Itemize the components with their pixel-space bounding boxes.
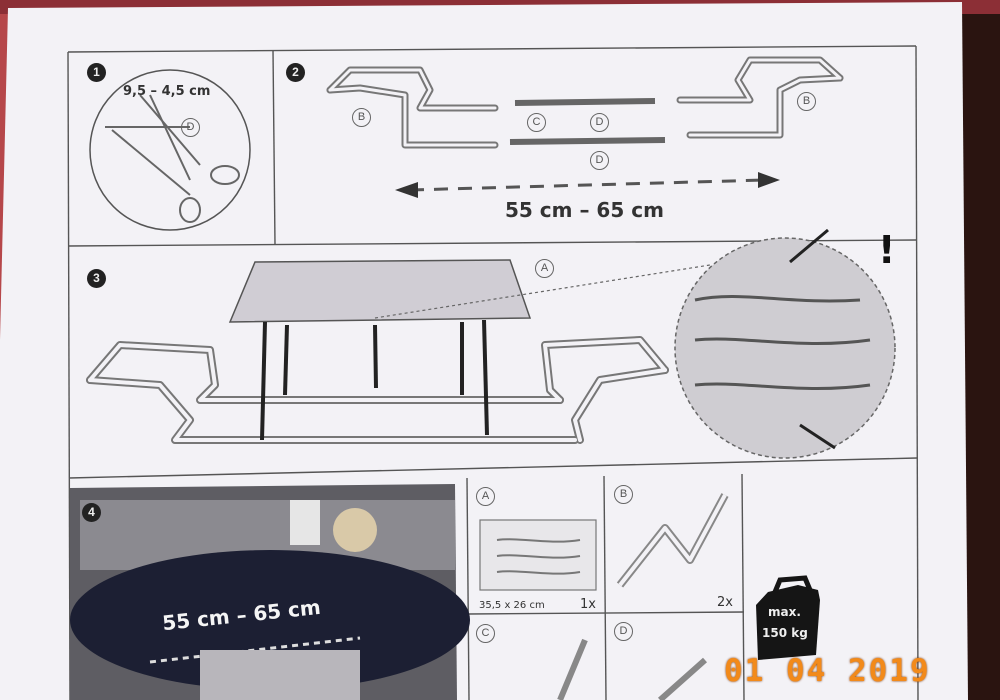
step-1-badge: 1 — [87, 63, 106, 82]
max-load-line1: max. — [768, 605, 801, 619]
part-a-label: A — [476, 487, 495, 506]
step3-warning-mark: ! — [878, 228, 896, 272]
step2-part-d-bottom: D — [590, 151, 609, 170]
max-load-line2: 150 kg — [762, 626, 808, 640]
part-a-size: 35,5 x 26 cm — [479, 600, 545, 611]
step-3-badge: 3 — [87, 269, 106, 288]
date-stamp: 01 04 2019 — [724, 653, 931, 689]
step2-part-b-right: B — [797, 92, 816, 111]
part-c-label: C — [476, 624, 495, 643]
step2-width-range: 55 cm – 65 cm — [505, 198, 664, 222]
step3-part-a: A — [535, 259, 554, 278]
step1-part-d: D — [181, 118, 200, 137]
part-b-qty: 2x — [717, 595, 733, 610]
part-d-label: D — [614, 622, 633, 641]
step1-cut-length: 9,5 – 4,5 cm — [123, 84, 211, 99]
part-b-label: B — [614, 485, 633, 504]
step-4-badge: 4 — [82, 503, 101, 522]
step2-part-d-top: D — [590, 113, 609, 132]
step2-part-b-left: B — [352, 108, 371, 127]
step-2-badge: 2 — [286, 63, 305, 82]
part-a-qty: 1x — [580, 597, 596, 612]
step2-part-c: C — [527, 113, 546, 132]
